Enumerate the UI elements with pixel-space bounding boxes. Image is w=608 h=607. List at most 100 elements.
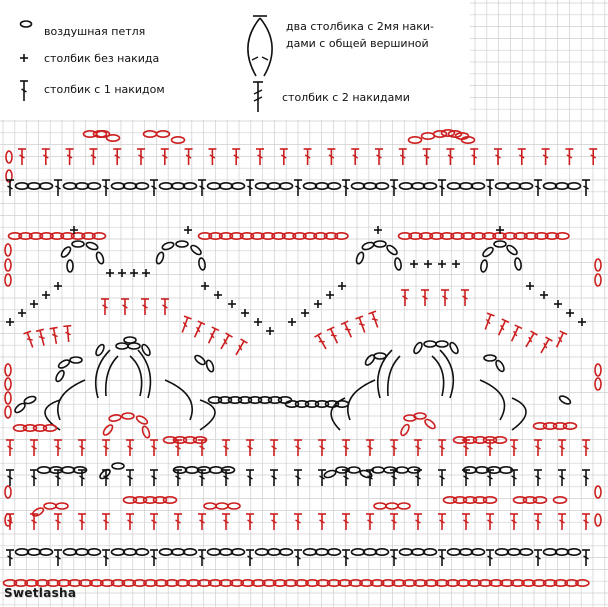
chain-stitch — [227, 395, 243, 404]
chain-stitch — [158, 182, 174, 191]
arc-stroke — [164, 379, 193, 421]
sc-stitch — [410, 260, 418, 268]
chain-stitch — [423, 578, 439, 587]
dc-stitch — [462, 513, 470, 530]
chain-stitch — [408, 232, 423, 241]
dc-stitch — [342, 549, 350, 566]
chain-stitch — [229, 232, 244, 241]
dc-stitch — [510, 324, 523, 342]
chain-stitch — [450, 232, 465, 241]
chain-stitch — [474, 465, 490, 474]
chain-stitch — [42, 423, 58, 432]
chain-stitch — [91, 232, 107, 241]
chain-stitch — [407, 136, 423, 145]
watermark: Swetlasha — [4, 586, 77, 600]
chain-stitch — [420, 132, 436, 141]
sc-stitch — [438, 260, 446, 268]
dc-stitch — [318, 469, 326, 486]
chain-stitch — [26, 182, 42, 191]
dc-stitch — [555, 330, 568, 348]
dc-stitch — [303, 148, 312, 165]
chain-stitch — [493, 240, 507, 248]
chain-stitch — [72, 465, 88, 474]
dc-stitch — [174, 513, 182, 530]
chain-stitch — [36, 465, 52, 474]
chain-stitch — [164, 578, 180, 587]
chain-stitch — [74, 182, 90, 191]
dc-stitch — [294, 179, 302, 196]
sc-stitch — [118, 269, 126, 277]
dc-stitch — [558, 469, 566, 486]
chain-stitch — [250, 232, 265, 241]
chain-stitch — [324, 399, 340, 408]
chain-stitch — [272, 578, 288, 587]
chain-stitch — [439, 232, 455, 241]
dc-stitch — [220, 332, 233, 350]
chain-stitch — [127, 342, 141, 350]
dc-stitch — [150, 513, 158, 530]
dc-stitch — [525, 330, 538, 348]
dc-stitch — [534, 469, 542, 486]
chain-stitch — [369, 578, 385, 587]
chain-stitch — [69, 356, 83, 364]
sc-stitch — [424, 260, 432, 268]
chain-stitch — [86, 547, 102, 556]
chain-stitch — [400, 423, 410, 437]
dc-stitch — [54, 179, 62, 196]
chain-stitch — [302, 547, 318, 556]
chain-stitch — [203, 502, 217, 510]
chain-stitch — [5, 150, 13, 164]
dc-stitch — [558, 439, 566, 456]
chain-stitch — [350, 182, 366, 191]
chain-stitch — [4, 243, 12, 257]
chain-stitch — [182, 182, 198, 191]
dc-stitch — [422, 148, 431, 165]
chain-stitch — [470, 182, 486, 191]
chain-icon — [19, 20, 33, 28]
chain-stitch — [123, 336, 137, 344]
chain-stitch — [31, 507, 45, 517]
chain-stitch — [542, 547, 558, 556]
dc-stitch — [582, 513, 590, 530]
dc-stitch — [582, 469, 590, 486]
arc-stroke — [57, 379, 86, 421]
chain-stitch — [562, 421, 578, 430]
chain-stitch — [122, 182, 138, 191]
chain-stitch — [215, 502, 229, 510]
chain-stitch — [305, 578, 320, 587]
chain-stitch — [488, 578, 504, 587]
chain-stitch — [410, 182, 426, 191]
chain-stitch — [323, 232, 339, 241]
chain-stitch — [161, 241, 175, 251]
dc-stitch — [150, 469, 158, 486]
chain-stitch — [294, 399, 310, 408]
chain-stitch — [514, 257, 522, 271]
dc-stitch — [589, 148, 598, 165]
chain-stitch — [594, 273, 602, 287]
chain-stitch — [122, 495, 138, 504]
chain-stitch — [184, 465, 200, 474]
dc-stitch — [510, 469, 518, 486]
dc-stitch — [342, 439, 350, 456]
dc-stitch — [208, 148, 217, 165]
chain-stitch — [486, 465, 502, 474]
dc-stitch — [198, 513, 206, 530]
dc-stitch — [161, 298, 169, 315]
chain-stitch — [206, 547, 222, 556]
chain-stitch — [67, 578, 83, 587]
chain-stitch — [397, 232, 413, 241]
chain-stitch — [172, 465, 188, 474]
dc-stitch — [6, 469, 14, 486]
sc-stitch — [254, 318, 262, 326]
chain-stitch — [78, 578, 93, 587]
chain-stitch — [261, 578, 277, 587]
chain-stitch — [334, 399, 350, 408]
chain-stitch — [141, 343, 151, 357]
dc-stitch — [326, 326, 339, 344]
dc-stitch — [222, 513, 230, 530]
chain-stitch — [4, 377, 12, 391]
dc-stitch — [340, 320, 353, 338]
chain-stitch — [175, 240, 189, 248]
chain-stitch — [423, 340, 437, 348]
chain-stitch — [422, 547, 438, 556]
